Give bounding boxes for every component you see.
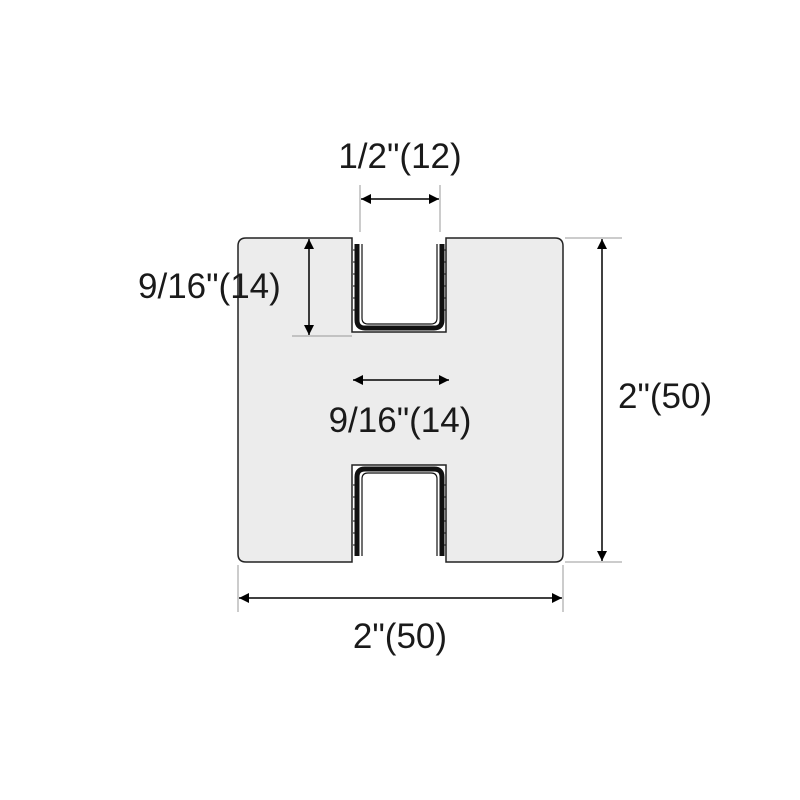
top-slot-lining xyxy=(353,244,446,331)
slot-depth-label: 9/16"(14) xyxy=(138,267,281,306)
dimension-slot-opening xyxy=(359,185,441,232)
bottom-slot-lining xyxy=(353,466,446,556)
dimension-height xyxy=(565,237,622,563)
slot-opening-label: 1/2"(12) xyxy=(338,137,461,176)
dimension-slot-depth xyxy=(292,239,352,337)
width-label: 2"(50) xyxy=(353,617,447,656)
height-label: 2"(50) xyxy=(618,377,712,416)
dimension-width xyxy=(237,565,564,612)
web-width-label: 9/16"(14) xyxy=(329,401,472,440)
h-profile-shape xyxy=(237,237,564,563)
